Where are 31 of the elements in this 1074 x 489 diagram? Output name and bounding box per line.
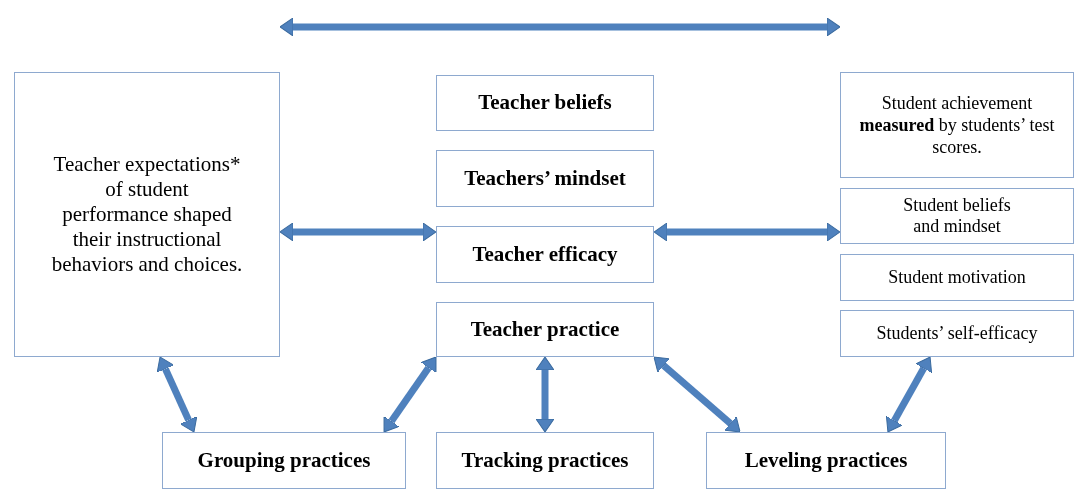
double-arrow (279, 225, 437, 239)
box-text: Leveling practices (744, 446, 908, 474)
box-text: Student beliefs and mindset (902, 195, 1012, 237)
box-text: Students’ self-efficacy (876, 322, 1038, 345)
box-text: Grouping practices (197, 446, 371, 474)
text-box (436, 226, 654, 283)
double-arrow (653, 356, 741, 433)
box-text: Teacher practice (470, 315, 620, 343)
box-text: Student motivation (888, 266, 1026, 289)
text-box (840, 188, 1074, 244)
double-arrow (653, 225, 841, 239)
text-box (436, 432, 654, 489)
text-box (436, 302, 654, 357)
double-arrow (279, 20, 841, 34)
text-box (162, 432, 406, 489)
text-box (706, 432, 946, 489)
text-box (436, 150, 654, 207)
text-box (14, 72, 280, 357)
double-arrow (887, 356, 931, 433)
box-text: Teacher beliefs (478, 89, 612, 117)
box-text: Student achievement measured by students’ test scores. (858, 92, 1056, 158)
text-box (840, 72, 1074, 178)
text-box (436, 75, 654, 131)
box-text: Tracking practices (461, 446, 629, 474)
box-text: Teacher efficacy (472, 240, 618, 268)
text-box (840, 310, 1074, 357)
double-arrow (159, 356, 195, 433)
box-text: Teachers’ mindset (464, 164, 626, 192)
double-arrow (383, 356, 437, 433)
box-text: Teacher expectations* of student performance shaped their instructional behaviors and choices. (50, 152, 244, 277)
text-box (840, 254, 1074, 301)
